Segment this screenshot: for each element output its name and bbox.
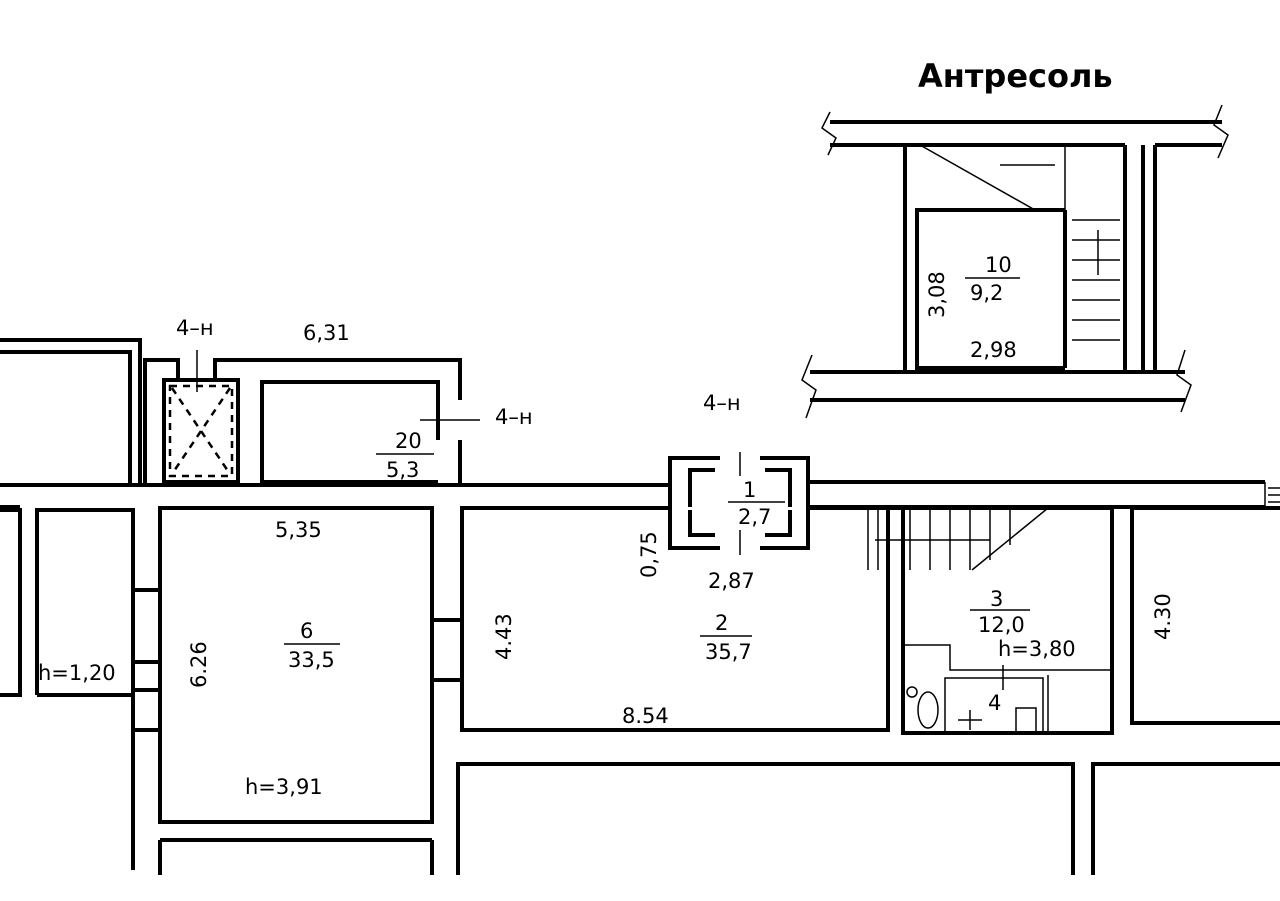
lower-rooms — [456, 762, 1280, 875]
marker-4n: 4–н — [703, 391, 741, 415]
room-1 — [668, 452, 810, 555]
marker-4n: 4–н — [495, 405, 533, 429]
room-10-area: 9,2 — [970, 281, 1003, 305]
room-2 — [430, 506, 890, 732]
room-3 — [867, 506, 1114, 735]
marker-4n: 4–н — [176, 316, 214, 340]
ventilation-shaft — [162, 378, 240, 484]
dim-3-08: 3,08 — [925, 271, 949, 318]
mezzanine-title: Антресоль — [918, 57, 1113, 95]
left-rooms — [0, 506, 434, 875]
room-1-area: 2,7 — [738, 505, 771, 529]
room-1-number: 1 — [743, 478, 756, 502]
dim-6-26: 6.26 — [187, 641, 211, 688]
upper-left-block — [0, 338, 480, 485]
dim-2-98: 2,98 — [970, 338, 1017, 362]
mezzanine — [801, 104, 1229, 419]
height-3-91: h=3,91 — [245, 775, 323, 799]
height-1-20: h=1,20 — [38, 661, 116, 685]
room-2-area: 35,7 — [705, 640, 752, 664]
break-mark — [821, 111, 837, 156]
room-3-number: 3 — [990, 587, 1003, 611]
height-3-80: h=3,80 — [998, 637, 1076, 661]
room-6-number: 6 — [300, 619, 313, 643]
room-20-number: 20 — [395, 429, 422, 453]
dim-5-35: 5,35 — [275, 518, 322, 542]
dim-6-31: 6,31 — [303, 321, 350, 345]
room-4-number: 4 — [988, 691, 1001, 715]
dim-2-87: 2,87 — [708, 569, 755, 593]
room-2-number: 2 — [715, 611, 728, 635]
room-20-area: 5,3 — [386, 458, 419, 482]
corridor — [0, 480, 1280, 509]
break-mark — [1213, 104, 1229, 159]
dim-8-54: 8.54 — [622, 704, 669, 728]
dim-4-43: 4.43 — [492, 613, 516, 660]
room-10-number: 10 — [985, 253, 1012, 277]
break-mark — [801, 354, 817, 419]
break-mark — [1176, 349, 1192, 413]
room-3-area: 12,0 — [978, 613, 1025, 637]
right-room — [1130, 506, 1280, 725]
room-6-area: 33,5 — [288, 648, 335, 672]
dim-0-75: 0,75 — [637, 531, 661, 578]
dim-4-30: 4.30 — [1151, 593, 1175, 640]
